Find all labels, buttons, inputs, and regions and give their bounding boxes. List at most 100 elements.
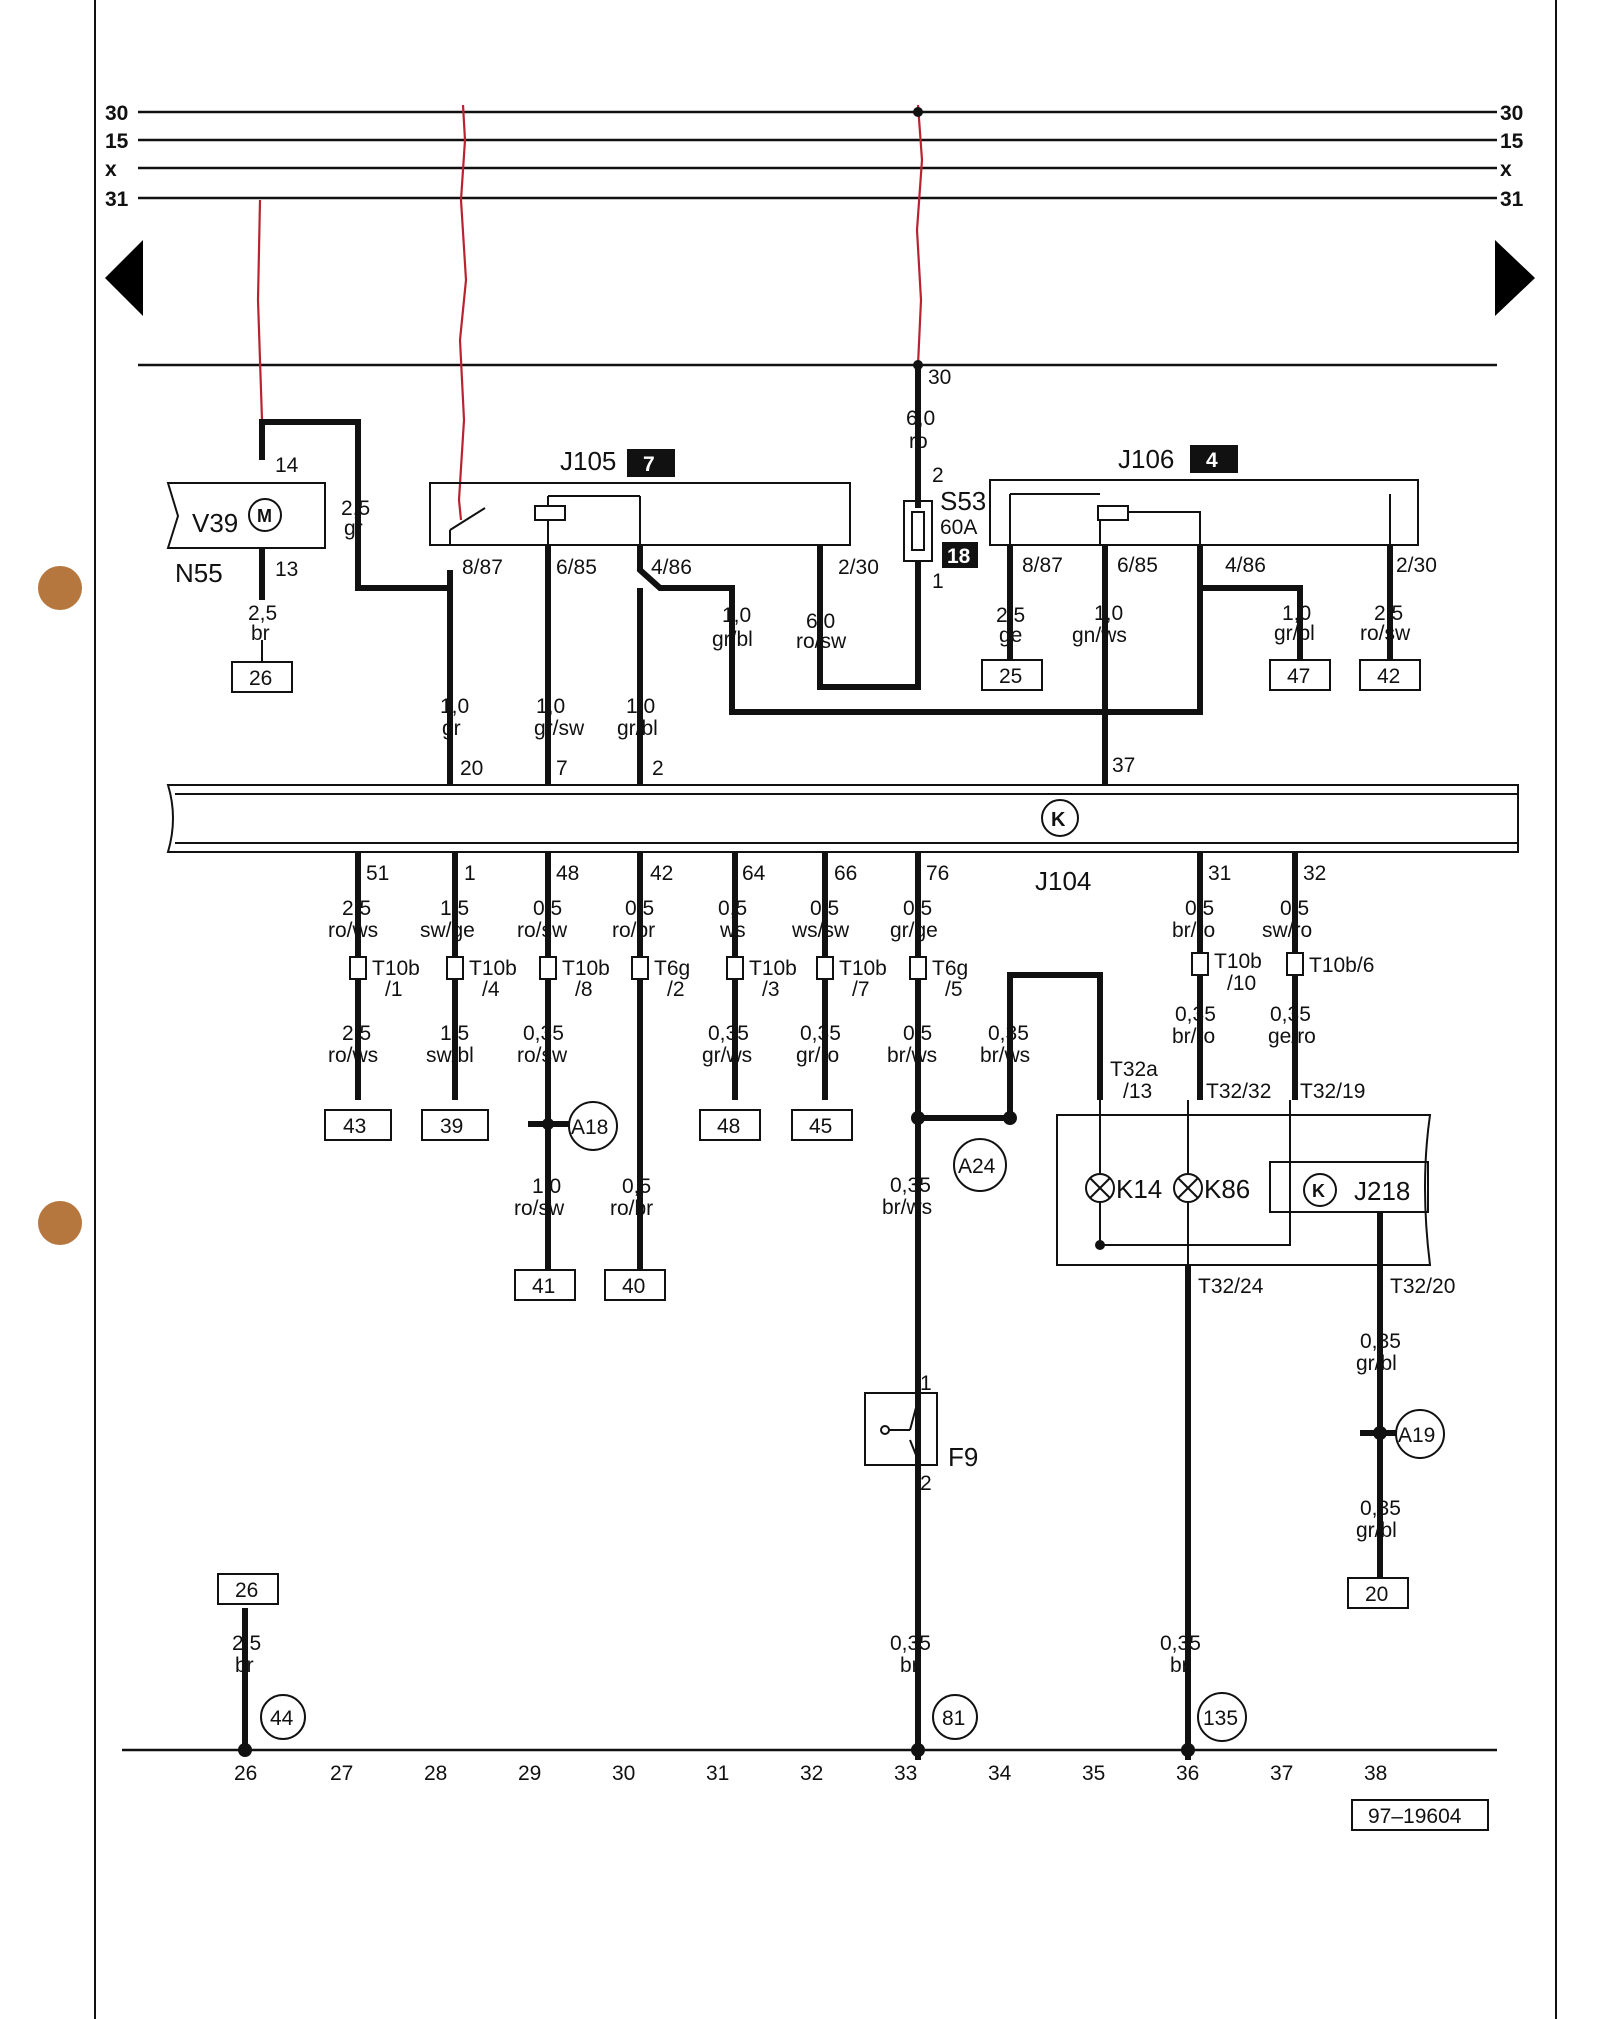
svg-text:ws: ws: [719, 919, 746, 942]
svg-text:26: 26: [234, 1762, 257, 1785]
power-bus: 30 15 x 31 30 15 x 31: [105, 102, 1524, 367]
svg-text:47: 47: [1287, 665, 1310, 688]
svg-text:33: 33: [894, 1762, 917, 1785]
bus-label-30: 30: [105, 102, 128, 125]
ground-135: [1197, 1692, 1247, 1742]
svg-text:br/ws: br/ws: [980, 1044, 1030, 1067]
bus-label-15-right: 15: [1500, 130, 1524, 153]
svg-text:1,5: 1,5: [440, 1022, 469, 1045]
j106-location: 4: [1206, 449, 1218, 472]
svg-text:ro/sw: ro/sw: [517, 1044, 568, 1067]
svg-text:2,5: 2,5: [342, 897, 371, 920]
wire-sizes-lower: 2,5 ro/ws 1,5 sw/bl 0,35 ro/sw 0,35 gr/w…: [328, 1003, 1316, 1067]
figure-id-box: [1351, 1799, 1489, 1831]
svg-text:8/87: 8/87: [1022, 554, 1063, 577]
svg-text:br/ws: br/ws: [882, 1196, 932, 1219]
svg-text:0,35: 0,35: [1160, 1632, 1201, 1655]
svg-text:35: 35: [1082, 1762, 1105, 1785]
j105-relay: J105 7 8/87 6/85 4/86 2/30: [429, 446, 879, 579]
ref-box-47: [1269, 659, 1331, 691]
j218-label: J218: [1354, 1176, 1410, 1206]
svg-text:4/86: 4/86: [651, 556, 692, 579]
j106-label: J106: [1118, 444, 1174, 474]
svg-text:0,35: 0,35: [523, 1022, 564, 1045]
svg-text:2/30: 2/30: [1396, 554, 1437, 577]
ref-box-42: [1359, 659, 1421, 691]
svg-text:1,0: 1,0: [1282, 602, 1311, 625]
svg-text:M: M: [257, 506, 272, 526]
ref-box-43: [324, 1109, 392, 1141]
svg-text:T10b: T10b: [1214, 950, 1262, 973]
svg-text:42: 42: [1377, 665, 1400, 688]
svg-text:/5: /5: [945, 978, 963, 1001]
svg-text:/13: /13: [1123, 1080, 1152, 1103]
svg-text:20: 20: [1365, 1583, 1388, 1606]
bus-label-30-right: 30: [1500, 102, 1523, 125]
v39-pin-13: 13: [275, 558, 298, 581]
svg-text:44: 44: [270, 1707, 294, 1730]
svg-text:2: 2: [932, 464, 944, 487]
j105-location: 7: [643, 453, 655, 476]
svg-text:6,0: 6,0: [906, 407, 935, 430]
junction-30: [913, 107, 923, 117]
ref-box-45: [791, 1109, 853, 1141]
k-terminal-icon: [1041, 799, 1079, 837]
svg-text:2,5: 2,5: [248, 602, 277, 625]
svg-text:0,35: 0,35: [890, 1174, 931, 1197]
n55-label: N55: [175, 558, 223, 588]
previous-page-arrow-icon[interactable]: [105, 240, 143, 316]
svg-text:ro/br: ro/br: [612, 919, 655, 942]
svg-text:1,0: 1,0: [536, 695, 565, 718]
svg-text:gr/ws: gr/ws: [702, 1044, 752, 1067]
svg-text:1,0: 1,0: [1094, 602, 1123, 625]
svg-text:A24: A24: [958, 1155, 996, 1178]
junction-a24: [953, 1138, 1007, 1192]
j218-instrument-cluster: K J218 K14 K86 T32a /13 T32/32 T32/19 T3…: [1056, 1058, 1455, 1298]
next-page-arrow-icon[interactable]: [1495, 240, 1535, 316]
svg-text:K: K: [1312, 1181, 1325, 1201]
svg-text:T10b: T10b: [372, 957, 420, 980]
figure-id: 97–19604: [1368, 1805, 1462, 1828]
svg-text:gr: gr: [442, 717, 461, 740]
svg-text:1: 1: [932, 570, 944, 593]
hole-punch-bottom: [38, 1201, 82, 1245]
ref-box-25: [981, 659, 1043, 691]
svg-text:T10b: T10b: [469, 957, 517, 980]
f9-label: F9: [948, 1442, 978, 1472]
ref-box-39: [421, 1109, 489, 1141]
svg-text:1,0: 1,0: [722, 604, 751, 627]
svg-text:/10: /10: [1227, 972, 1256, 995]
svg-text:2: 2: [920, 1472, 932, 1495]
v39-motor: M V39 N55 14 13: [166, 454, 326, 588]
svg-text:0,5: 0,5: [1280, 897, 1309, 920]
bus-label-x-right: x: [1500, 158, 1512, 181]
svg-text:/1: /1: [385, 978, 403, 1001]
svg-text:66: 66: [834, 862, 857, 885]
j104-outputs: 51 1 48 42 64 66 76 31 32 2,5 ro/ws 1,5 …: [328, 852, 1326, 1760]
svg-text:32: 32: [800, 1762, 823, 1785]
svg-text:0,5: 0,5: [903, 897, 932, 920]
svg-text:0,35: 0,35: [1360, 1330, 1401, 1353]
bus-label-31: 31: [105, 188, 129, 211]
motor-icon: [248, 498, 282, 532]
ground-44: [260, 1694, 306, 1740]
svg-text:T32/20: T32/20: [1390, 1275, 1455, 1298]
bus-label-15: 15: [105, 130, 129, 153]
svg-text:T10b: T10b: [749, 957, 797, 980]
k-terminal-j218-icon: [1303, 1173, 1337, 1207]
svg-text:0,35: 0,35: [1270, 1003, 1311, 1026]
svg-text:T32/19: T32/19: [1300, 1080, 1365, 1103]
svg-text:25: 25: [999, 665, 1022, 688]
svg-text:gr/bl: gr/bl: [712, 628, 753, 651]
svg-text:1,5: 1,5: [440, 897, 469, 920]
svg-text:/3: /3: [762, 978, 780, 1001]
svg-text:48: 48: [556, 862, 579, 885]
svg-text:36: 36: [1176, 1762, 1199, 1785]
svg-text:T10b/6: T10b/6: [1309, 954, 1374, 977]
svg-text:45: 45: [809, 1115, 832, 1138]
ground-81: [932, 1694, 978, 1740]
svg-text:38: 38: [1364, 1762, 1387, 1785]
svg-text:2,5: 2,5: [342, 1022, 371, 1045]
svg-text:0,35: 0,35: [890, 1632, 931, 1655]
wire-j105-4-86-to-j106: [637, 545, 1203, 715]
